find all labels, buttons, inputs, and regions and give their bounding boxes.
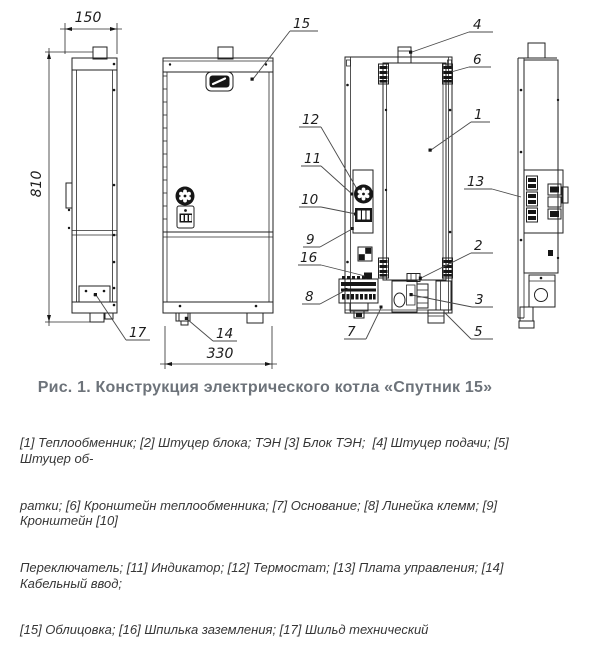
svg-text:7: 7	[347, 324, 356, 340]
dimension-height: 810	[29, 48, 93, 326]
legend-line: [15] Облицовка; [16] Шпилька заземления;…	[20, 622, 429, 638]
svg-text:3: 3	[475, 292, 484, 308]
internal-view	[338, 46, 453, 324]
dim-810-label: 810	[29, 171, 45, 198]
control-board	[523, 169, 569, 234]
figure-legend: [1] Теплообменник; [2] Штуцер блока; ТЭН…	[20, 404, 520, 654]
exchanger-bracket	[378, 257, 389, 279]
cable-gland	[349, 302, 369, 319]
legend-line: ратки; [6] Кронштейн теплообменника; [7]…	[20, 497, 501, 529]
callout-11: 11	[301, 151, 354, 196]
technical-nameplate	[78, 285, 111, 303]
foot	[89, 312, 105, 323]
control-bracket	[352, 169, 374, 234]
svg-text:9: 9	[306, 232, 315, 248]
heating-element-block	[391, 280, 429, 313]
callout-8: 8	[302, 288, 348, 305]
svg-text:12: 12	[302, 112, 319, 128]
side-view-left	[65, 46, 118, 323]
svg-text:2: 2	[474, 238, 483, 254]
callout-1: 1	[428, 107, 490, 152]
rocker-switch	[355, 208, 372, 222]
exchanger-bracket	[378, 63, 389, 85]
dimension-depth: 150	[60, 10, 122, 54]
callout-15: 15	[250, 16, 318, 81]
callout-9: 9	[303, 227, 354, 248]
callout-16: 16	[298, 250, 366, 277]
thermostat-knob	[175, 186, 195, 206]
svg-text:1: 1	[474, 107, 483, 123]
callout-14: 14	[184, 316, 237, 342]
dim-330-label: 330	[207, 346, 234, 362]
bottom-block	[518, 274, 556, 329]
svg-text:5: 5	[474, 324, 483, 340]
top-fitting-cap	[92, 46, 108, 60]
figure-page: { "figure": { "caption": "Рис. 1. Констр…	[20, 10, 569, 638]
callout-7: 7	[344, 305, 383, 340]
legend-line: Переключатель; [11] Индикатор; [12] Терм…	[20, 559, 508, 591]
svg-text:13: 13	[467, 174, 484, 190]
mount-plate	[357, 246, 373, 262]
top-fitting-cap	[527, 42, 546, 59]
svg-text:15: 15	[293, 16, 310, 32]
callout-17: 17	[93, 293, 150, 341]
foot	[246, 312, 264, 324]
svg-text:17: 17	[129, 325, 147, 341]
legend-line: [1] Теплообменник; [2] Штуцер блока; ТЭН…	[20, 435, 513, 466]
svg-text:14: 14	[216, 326, 233, 342]
thermostat-knob	[354, 184, 373, 204]
side-bracket	[65, 182, 73, 209]
heat-exchanger	[382, 62, 447, 281]
callout-6: 6	[449, 52, 491, 74]
svg-text:8: 8	[305, 289, 314, 305]
dim-150-label: 150	[75, 10, 102, 26]
callout-3: 3	[409, 292, 493, 308]
callouts: 15 4 6 1 13 2	[93, 16, 522, 342]
dimension-width: 330	[160, 326, 277, 369]
callout-10: 10	[299, 192, 357, 216]
boiler-diagram: 150 810	[29, 10, 569, 369]
svg-text:11: 11	[304, 151, 321, 167]
callout-4: 4	[409, 17, 493, 54]
svg-text:4: 4	[473, 17, 482, 33]
side-view-right	[517, 42, 569, 329]
figure-caption: Рис. 1. Конструкция электрического котла…	[37, 379, 493, 396]
top-fitting-cap	[217, 46, 234, 60]
exchanger-bracket	[442, 63, 453, 85]
exchanger-bracket	[442, 257, 453, 279]
callout-13: 13	[464, 174, 522, 198]
svg-text:16: 16	[300, 250, 317, 266]
brand-badge	[205, 71, 234, 92]
callout-12: 12	[299, 112, 359, 191]
callout-5: 5	[444, 312, 493, 340]
return-fitting	[427, 280, 452, 324]
supply-fitting	[397, 46, 412, 64]
vent-slots	[163, 75, 167, 220]
front-view	[162, 46, 274, 326]
svg-text:6: 6	[473, 52, 482, 68]
svg-text:10: 10	[301, 192, 318, 208]
callout-2: 2	[418, 238, 493, 280]
indicator-panel	[176, 205, 195, 229]
